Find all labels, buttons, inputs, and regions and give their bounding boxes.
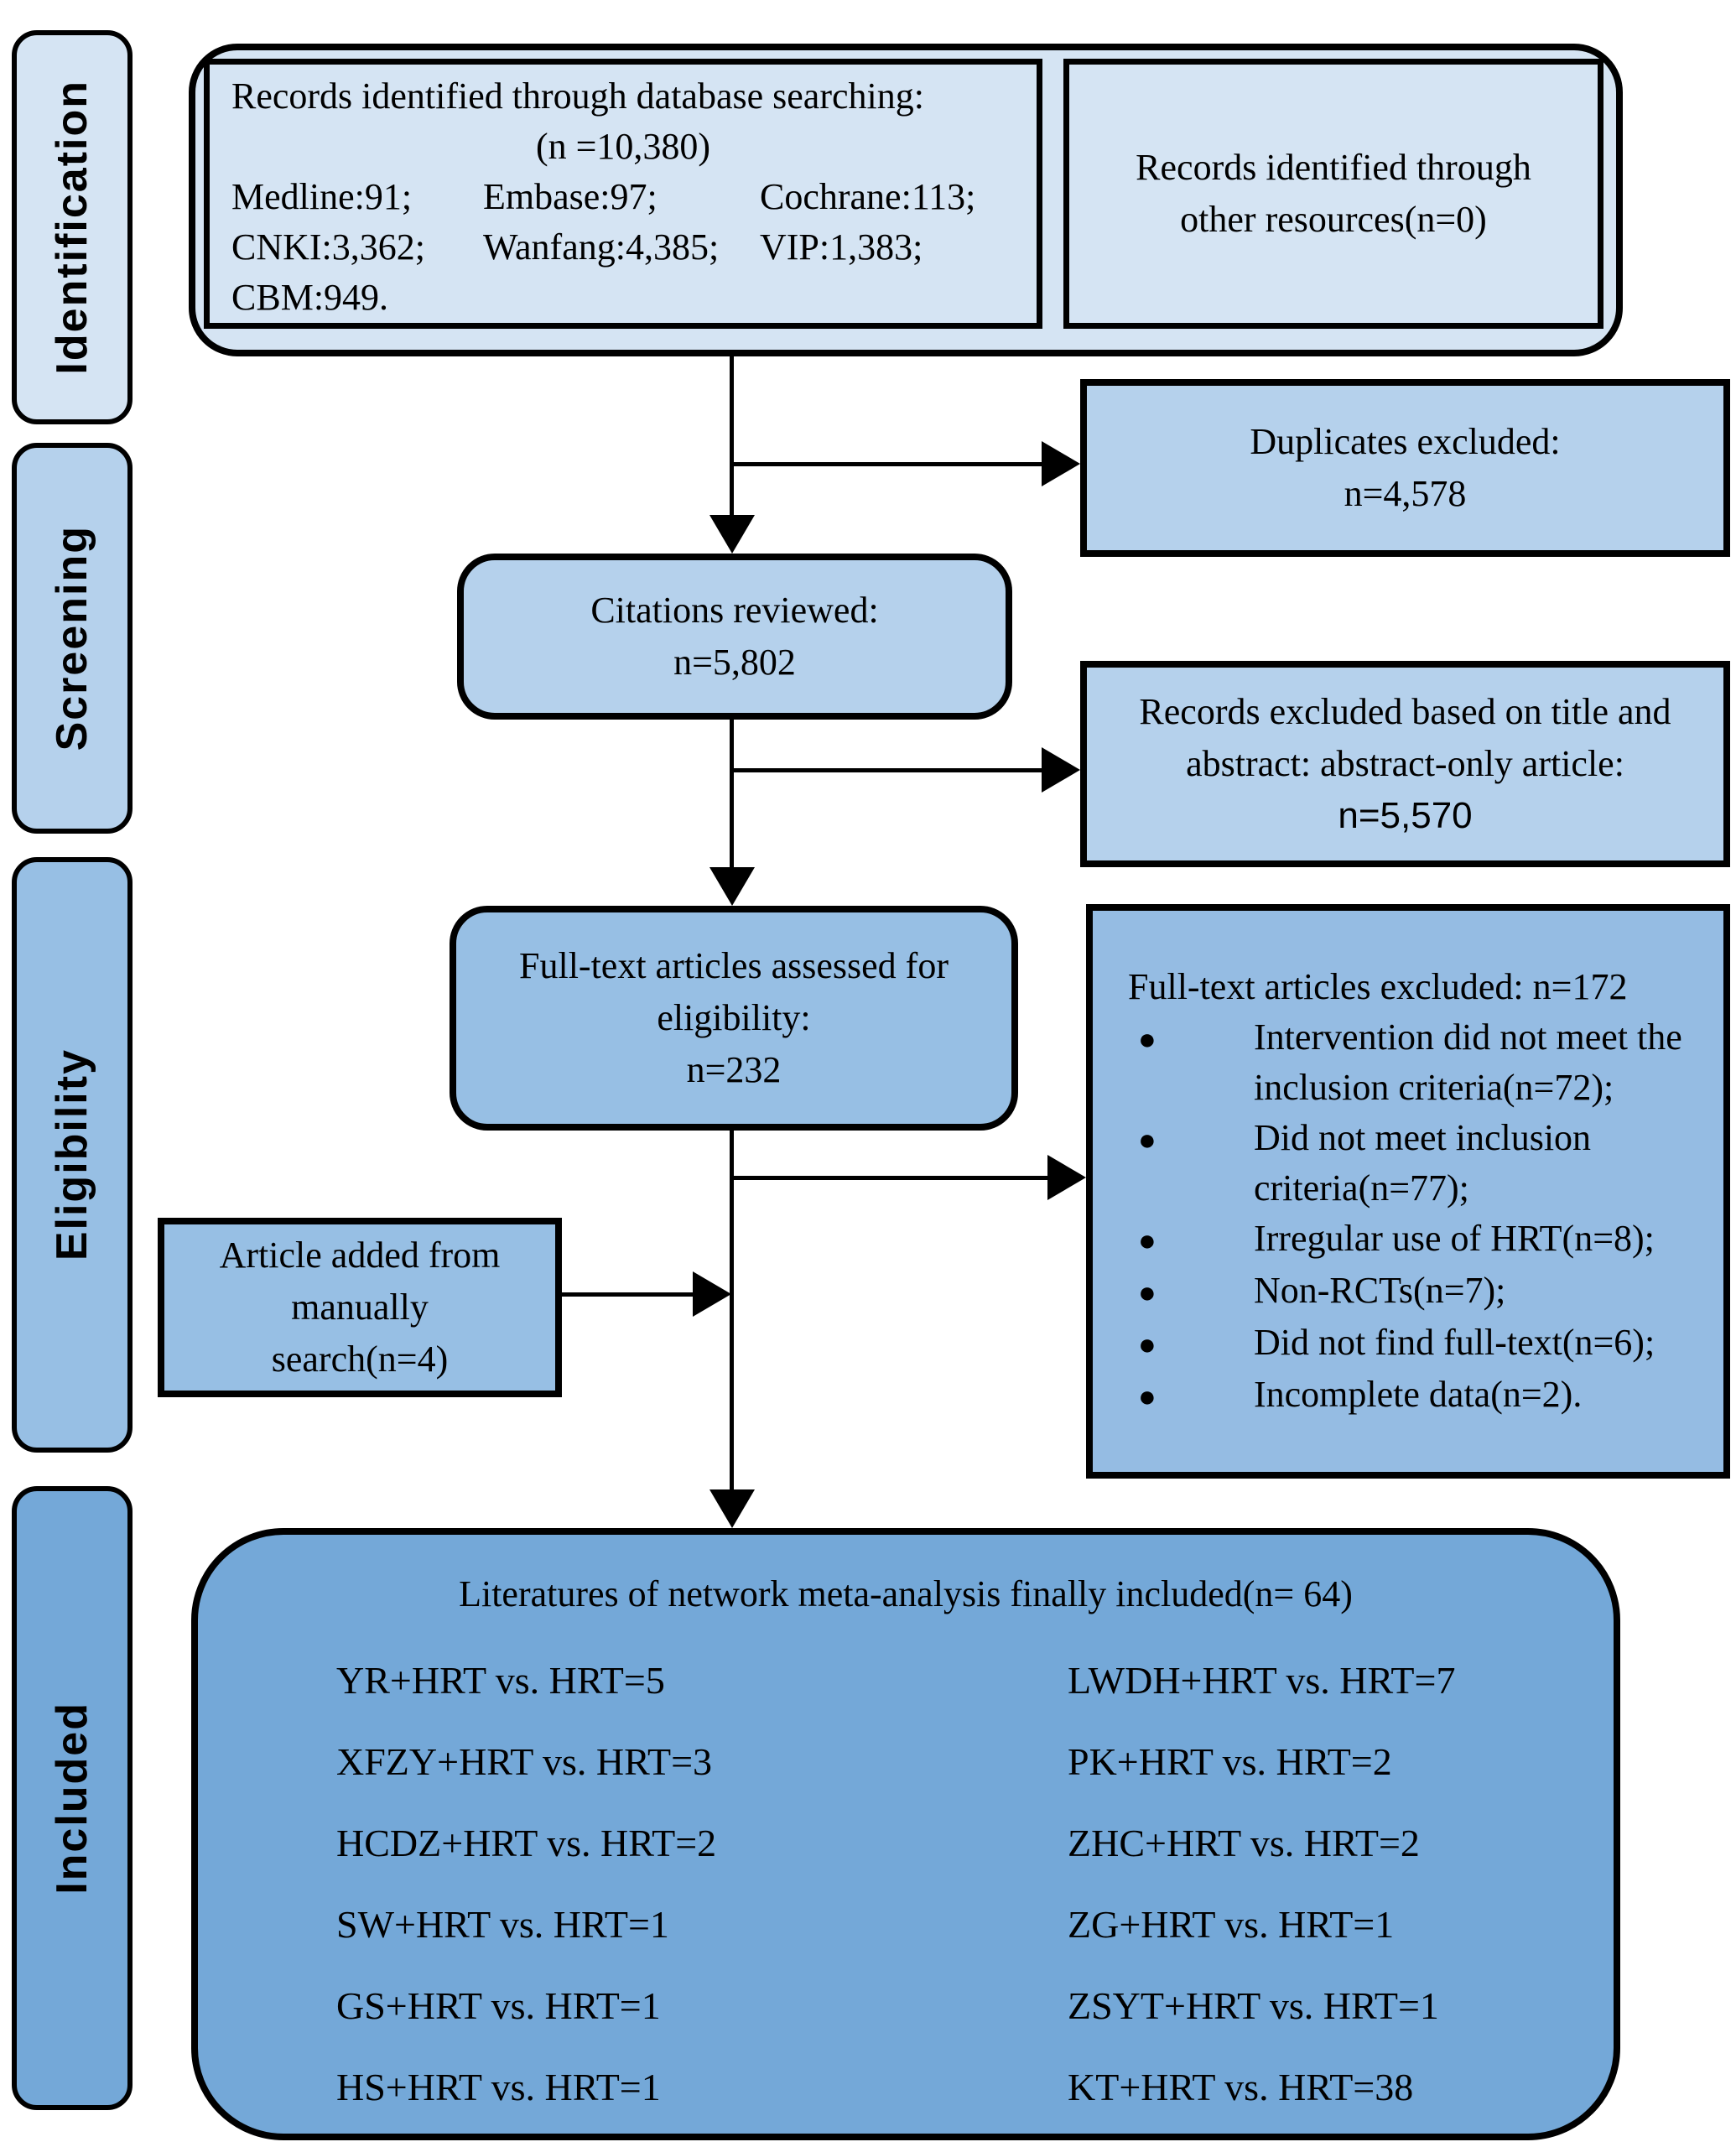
stage-label-screening-text: Screening [48,525,96,751]
bullet-icon [1128,1370,1254,1422]
records-database-total: (n =10,380) [535,126,711,167]
fulltext-line1: Full-text articles assessed for [519,945,949,986]
source-embase: Embase:97; [483,176,657,217]
citations-reviewed-box: Citations reviewed: n=5,802 [457,554,1012,720]
fulltext-excluded-heading: Full-text articles excluded: n=172 [1128,965,1628,1007]
fulltext-excluded-item: Non-RCTs(n=7); [1128,1266,1698,1318]
arrowhead-down-fulltext [709,867,755,906]
included-entry-right: PK+HRT vs. HRT=2 [1068,1740,1392,1783]
stage-label-included: Included [12,1486,133,2110]
branch-line-fulltext-excluded [731,1176,1049,1180]
included-entry-left: XFZY+HRT vs. HRT=3 [336,1740,713,1783]
included-studies-grid: YR+HRT vs. HRT=5 LWDH+HRT vs. HRT=7 XFZY… [198,1656,1614,2113]
records-excluded-line2: abstract: abstract-only article: [1186,743,1624,784]
manual-search-box: Article added from manually search(n=4) [158,1218,562,1397]
fulltext-excluded-item-text: Incomplete data(n=2). [1254,1373,1583,1415]
bullet-icon [1128,1318,1254,1370]
fulltext-excluded-item-text: Did not find full-text(n=6); [1254,1321,1655,1363]
database-sources-row-2: CNKI:3,362; Wanfang:4,385; VIP:1,383; [231,222,1015,273]
records-database-box: Records identified through database sear… [204,59,1042,329]
duplicates-line1: Duplicates excluded: [1250,421,1561,462]
records-other-line2: other resources(n=0) [1180,199,1487,240]
included-title: Literatures of network meta-analysis fin… [459,1573,1353,1614]
arrowhead-right-title-abstract [1042,747,1080,793]
records-other-box: Records identified through other resourc… [1063,59,1603,329]
stage-label-screening: Screening [12,443,133,834]
included-entry-right: ZHC+HRT vs. HRT=2 [1068,1822,1420,1864]
bullet-icon [1128,1214,1254,1266]
citations-line1: Citations reviewed: [590,590,879,631]
manual-search-line3: search(n=4) [271,1339,449,1380]
arrowhead-right-manual-search [693,1271,731,1317]
included-entry-left: SW+HRT vs. HRT=1 [336,1903,669,1946]
branch-line-title-abstract [731,768,1043,772]
spine-line-3 [730,1131,734,1491]
fulltext-excluded-item: Incomplete data(n=2). [1128,1370,1698,1422]
included-entry-left: HS+HRT vs. HRT=1 [336,2066,661,2108]
records-excluded-count: n=5,570 [1338,795,1473,836]
source-vip: VIP:1,383; [760,226,923,268]
included-entry-left: GS+HRT vs. HRT=1 [336,1984,661,2027]
records-database-heading: Records identified through database sear… [231,75,924,117]
fulltext-excluded-item: Did not find full-text(n=6); [1128,1318,1698,1370]
stage-label-identification-text: Identification [48,80,96,375]
stage-label-eligibility-text: Eligibility [48,1048,96,1261]
source-medline: Medline:91; [231,176,413,217]
spine-line-2 [730,720,734,869]
records-excluded-line1: Records excluded based on title and [1139,691,1671,732]
source-wanfang: Wanfang:4,385; [483,226,720,268]
included-entry-right: LWDH+HRT vs. HRT=7 [1068,1659,1456,1702]
included-entry-right: KT+HRT vs. HRT=38 [1068,2066,1414,2108]
arrowhead-down-included [709,1489,755,1528]
arrowhead-down-citations [709,515,755,554]
fulltext-excluded-item-text: Non-RCTs(n=7); [1254,1269,1506,1311]
manual-search-line2: manually [291,1287,429,1328]
fulltext-excluded-item-text: Irregular use of HRT(n=8); [1254,1217,1655,1259]
spine-line-1 [730,356,734,517]
fulltext-excluded-box: Full-text articles excluded: n=172 Inter… [1086,904,1730,1479]
arrowhead-right-fulltext-excluded [1047,1155,1086,1200]
manual-search-line1: Article added from [219,1235,501,1276]
manual-search-arrow-line [562,1292,694,1297]
branch-line-duplicates [731,462,1043,466]
included-entry-left: HCDZ+HRT vs. HRT=2 [336,1822,717,1864]
arrowhead-right-duplicates [1042,441,1080,486]
fulltext-excluded-item: Did not meet inclusion criteria(n=77); [1128,1113,1698,1214]
fulltext-assessed-box: Full-text articles assessed for eligibil… [450,906,1018,1131]
database-sources-row-1: Medline:91; Embase:97; Cochrane:113; [231,172,1015,222]
included-entry-left: YR+HRT vs. HRT=5 [336,1659,665,1702]
source-cochrane: Cochrane:113; [760,176,976,217]
fulltext-excluded-item-text: Intervention did not meet the inclusion … [1254,1016,1682,1108]
fulltext-line2: eligibility: [657,997,811,1038]
included-entry-right: ZSYT+HRT vs. HRT=1 [1068,1984,1439,2027]
source-cnki: CNKI:3,362; [231,226,425,268]
fulltext-count: n=232 [686,1049,782,1090]
bullet-icon [1128,1012,1254,1113]
citations-line2: n=5,802 [673,642,796,683]
stage-label-eligibility: Eligibility [12,857,133,1453]
included-entry-right: ZG+HRT vs. HRT=1 [1068,1903,1395,1946]
included-box: Literatures of network meta-analysis fin… [191,1528,1620,2140]
duplicates-excluded-box: Duplicates excluded: n=4,578 [1080,379,1730,557]
records-other-line1: Records identified through [1136,147,1531,188]
duplicates-line2: n=4,578 [1344,473,1467,514]
bullet-icon [1128,1266,1254,1318]
source-cbm: CBM:949. [231,277,389,318]
bullet-icon [1128,1113,1254,1214]
stage-label-identification: Identification [12,30,133,424]
stage-label-included-text: Included [48,1702,96,1895]
fulltext-excluded-item: Irregular use of HRT(n=8); [1128,1214,1698,1266]
fulltext-excluded-item-text: Did not meet inclusion criteria(n=77); [1254,1116,1592,1209]
fulltext-excluded-item: Intervention did not meet the inclusion … [1128,1012,1698,1113]
records-excluded-box: Records excluded based on title and abst… [1080,661,1730,867]
